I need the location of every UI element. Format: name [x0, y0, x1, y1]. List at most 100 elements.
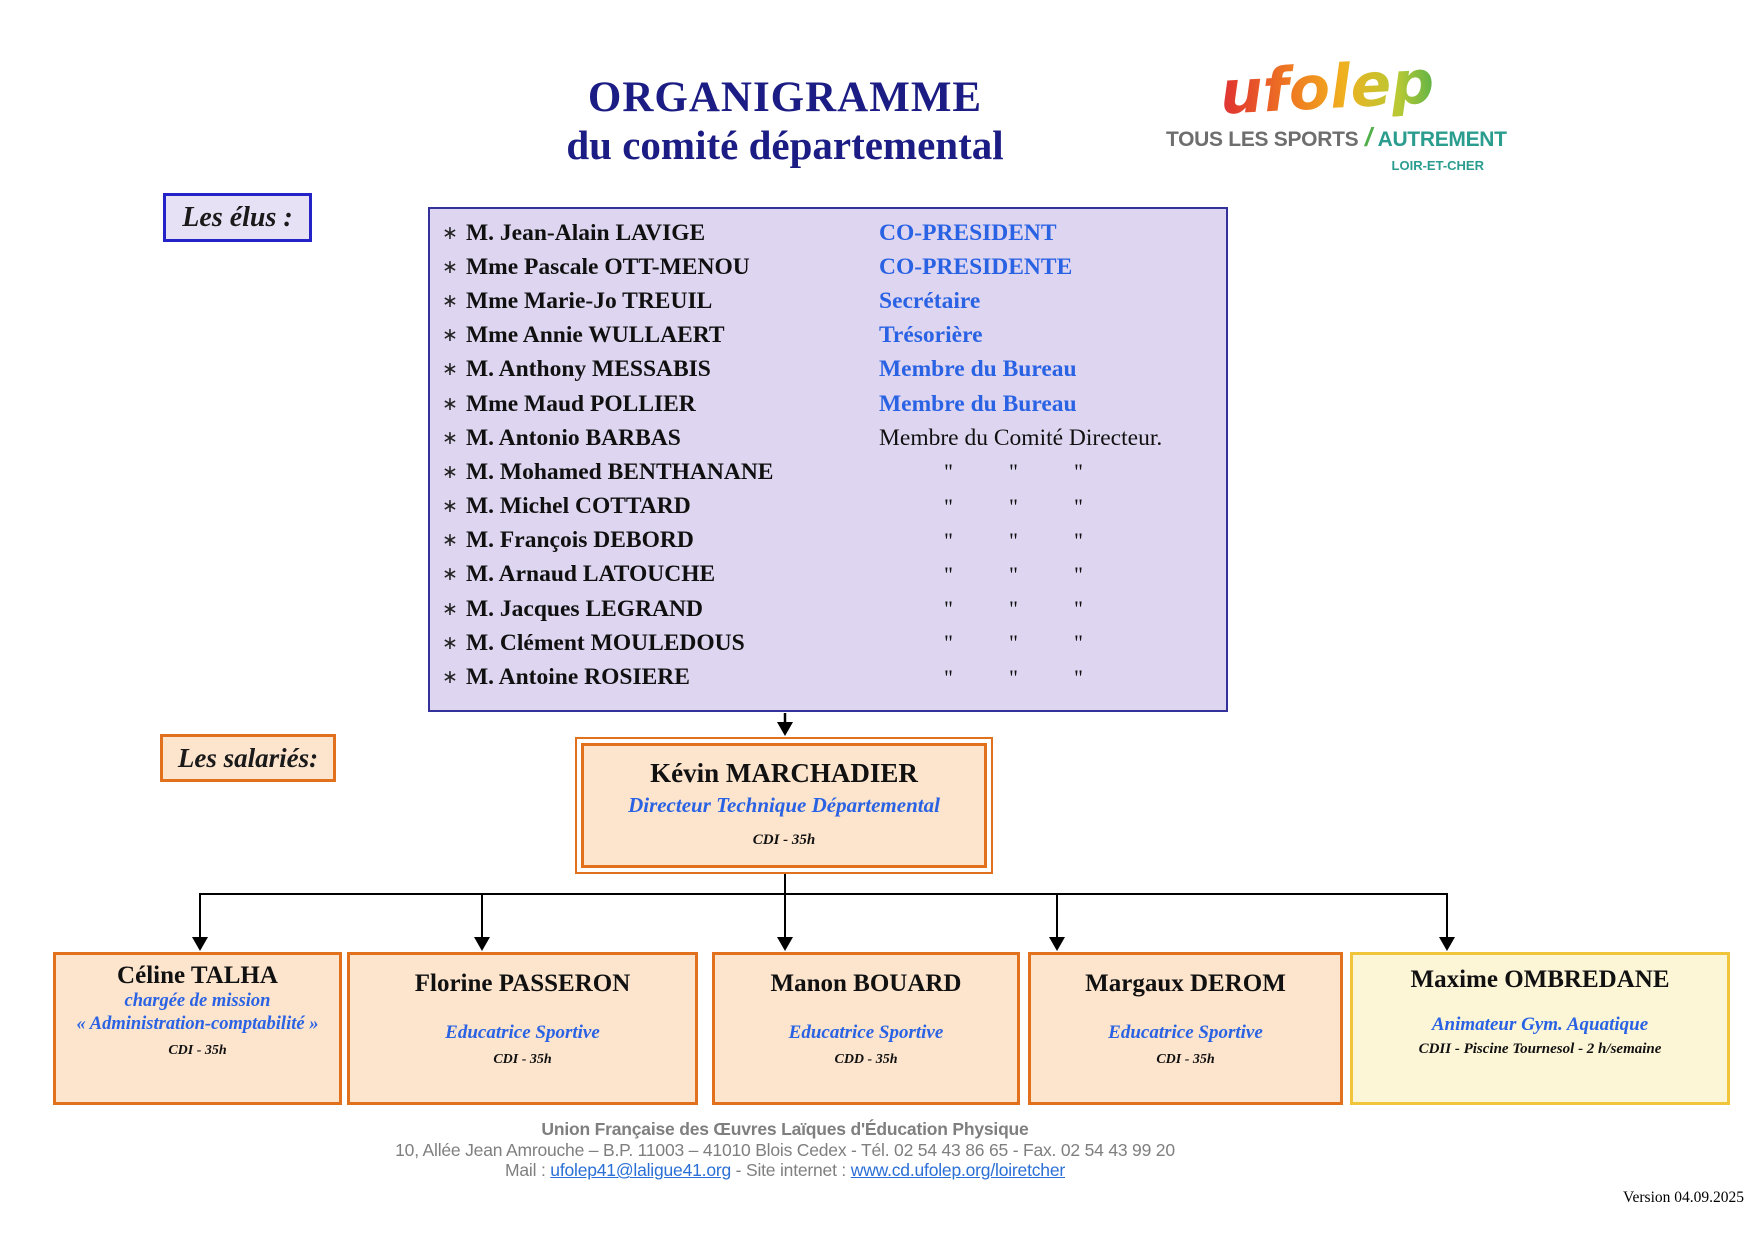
section-label-elus: Les élus : — [163, 193, 312, 242]
ditto-mark: " — [944, 630, 953, 656]
bullet-asterisk-icon: ∗ — [442, 564, 458, 586]
member-name: M. Clément MOULEDOUS — [466, 629, 745, 656]
bullet-asterisk-icon: ∗ — [442, 256, 458, 278]
elus-row: ∗ Mme Pascale OTT-MENOU CO-PRESIDENTE — [430, 250, 1226, 284]
director-box: Kévin MARCHADIER Directeur Technique Dép… — [575, 737, 993, 874]
member-name: Mme Marie-Jo TREUIL — [466, 287, 713, 314]
elus-row: ∗ M. Anthony MESSABIS Membre du Bureau — [430, 353, 1226, 387]
ditto-mark: " — [1009, 664, 1018, 690]
elus-row: ∗ Mme Maud POLLIER Membre du Bureau — [430, 387, 1226, 421]
ditto-mark: " — [944, 493, 953, 519]
member-role: Membre du Bureau — [879, 356, 1077, 383]
elus-row: ∗ M. Clément MOULEDOUS """ — [430, 626, 1226, 660]
page-title: ORGANIGRAMME du comité départemental — [285, 74, 1285, 168]
ufolep-wordmark: ufolep — [1165, 47, 1490, 128]
staff-role-line: Educatrice Sportive — [1108, 1022, 1263, 1043]
ditto-mark: " — [1074, 493, 1083, 519]
elus-row: ∗ M. Jean-Alain LAVIGE CO-PRESIDENT — [430, 216, 1226, 250]
member-name: M. Antoine ROSIERE — [466, 664, 690, 691]
ufolep-logo: ufolep TOUS LES SPORTS / AUTREMENT LOIR-… — [1166, 47, 1507, 173]
member-role-ditto: """ — [879, 459, 1226, 485]
member-role: Trésorière — [879, 322, 983, 349]
member-role-ditto: """ — [879, 528, 1226, 554]
ditto-mark: " — [944, 527, 953, 553]
staff-contract: CDD - 35h — [834, 1052, 898, 1067]
footer-address: 10, Allée Jean Amrouche – B.P. 11003 – 4… — [395, 1139, 1175, 1160]
member-name: Mme Annie WULLAERT — [466, 322, 725, 349]
ditto-mark: " — [1009, 630, 1018, 656]
staff-role: Educatrice Sportive — [715, 1021, 1017, 1044]
ditto-mark: " — [944, 664, 953, 690]
bullet-asterisk-icon: ∗ — [442, 427, 458, 449]
ufolep-region: LOIR-ET-CHER — [1391, 158, 1484, 173]
staff-role: chargée de mission « Administration-comp… — [56, 990, 339, 1036]
version-label: Version 04.09.2025 — [1623, 1189, 1744, 1206]
member-role-ditto: " " " — [879, 665, 1226, 691]
staff-role-line: Educatrice Sportive — [445, 1022, 600, 1043]
staff-name: Maxime OMBREDANE — [1410, 966, 1670, 993]
tagline-tous-les-sports: TOUS LES SPORTS — [1166, 128, 1359, 151]
member-role: Membre du Comité Directeur. — [879, 424, 1163, 451]
director-name: Kévin MARCHADIER — [650, 758, 918, 788]
bullet-asterisk-icon: ∗ — [442, 461, 458, 483]
staff-box-maxime-ombredane: Maxime OMBREDANE Animateur Gym. Aquatiqu… — [1350, 952, 1730, 1105]
member-role: Membre du Bureau — [879, 390, 1077, 417]
bullet-asterisk-icon: ∗ — [442, 667, 458, 689]
section-label-elus-text: Les élus : — [182, 201, 293, 233]
footer-between-links: - Site internet : — [731, 1160, 851, 1180]
elus-row: ∗ M. François DEBORD """ — [430, 524, 1226, 558]
elus-row: ∗ M. Antonio BARBAS Membre du Comité Dir… — [430, 421, 1226, 455]
staff-name: Manon BOUARD — [770, 970, 962, 997]
staff-contract: CDI - 35h — [168, 1043, 227, 1058]
footer: Union Française des Œuvres Laïques d'Édu… — [0, 1119, 1570, 1181]
ditto-mark: " — [1009, 493, 1018, 519]
member-role: Secrétaire — [879, 287, 981, 314]
ditto-mark: " — [1074, 664, 1083, 690]
member-name: M. François DEBORD — [466, 527, 694, 554]
member-role-ditto: """ — [879, 630, 1226, 656]
staff-box-manon-bouard: Manon BOUARD Educatrice Sportive CDD - 3… — [712, 952, 1020, 1105]
ditto-mark: " — [944, 459, 953, 485]
staff-role-line: Educatrice Sportive — [788, 1022, 944, 1043]
ditto-mark: " — [1074, 459, 1083, 485]
staff-name: Florine PASSERON — [414, 970, 631, 997]
staff-role-line: « Administration-comptabilité » — [76, 1014, 319, 1034]
member-role-ditto: " " " — [879, 494, 1226, 520]
staff-contract: CDII - Piscine Tournesol - 2 h/semaine — [1418, 1041, 1662, 1057]
staff-name: Céline TALHA — [117, 962, 278, 989]
mail-link[interactable]: ufolep41@laligue41.org — [550, 1160, 732, 1180]
staff-role: Animateur Gym. Aquatique — [1353, 1013, 1727, 1036]
member-role: CO-PRESIDENT — [879, 219, 1057, 246]
ditto-mark: " — [1074, 596, 1083, 622]
ditto-mark: " — [944, 561, 953, 587]
ufolep-tagline: TOUS LES SPORTS / AUTREMENT — [1166, 122, 1507, 153]
member-name: M. Michel COTTARD — [466, 493, 691, 520]
director-role: Directeur Technique Départemental — [628, 793, 940, 817]
ditto-mark: " — [1074, 561, 1083, 587]
bullet-asterisk-icon: ∗ — [442, 530, 458, 552]
member-name: M. Arnaud LATOUCHE — [466, 561, 716, 588]
bullet-asterisk-icon: ∗ — [442, 598, 458, 620]
footer-contact-line: Mail : ufolep41@laligue41.org - Site int… — [0, 1160, 1570, 1181]
director-box-inner: Kévin MARCHADIER Directeur Technique Dép… — [581, 743, 987, 868]
staff-role: Educatrice Sportive — [350, 1021, 695, 1044]
staff-role-line: Animateur Gym. Aquatique — [1431, 1014, 1649, 1035]
page-title-line1: ORGANIGRAMME — [587, 74, 983, 121]
elus-row: ∗ M. Michel COTTARD " " " — [430, 490, 1226, 524]
site-link[interactable]: www.cd.ufolep.org/loiretcher — [850, 1160, 1065, 1180]
member-name: M. Mohamed BENTHANANE — [466, 458, 774, 485]
member-role-ditto: """ — [879, 596, 1226, 622]
elus-panel: ∗ M. Jean-Alain LAVIGE CO-PRESIDENT ∗ Mm… — [428, 207, 1228, 712]
section-label-salaries: Les salariés: — [160, 734, 336, 782]
member-role-ditto: """ — [879, 562, 1226, 588]
bullet-asterisk-icon: ∗ — [442, 222, 458, 244]
staff-box-celine-talha: Céline TALHA chargée de mission « Admini… — [53, 952, 342, 1105]
bullet-asterisk-icon: ∗ — [442, 496, 458, 518]
director-contract: CDI - 35h — [752, 832, 816, 848]
elus-row: ∗ M. Mohamed BENTHANANE """ — [430, 455, 1226, 489]
elus-row: ∗ M. Antoine ROSIERE " " " — [430, 660, 1226, 694]
elus-row: ∗ M. Arnaud LATOUCHE """ — [430, 558, 1226, 592]
tagline-autrement: AUTREMENT — [1377, 128, 1507, 151]
member-name: M. Jean-Alain LAVIGE — [466, 219, 706, 246]
